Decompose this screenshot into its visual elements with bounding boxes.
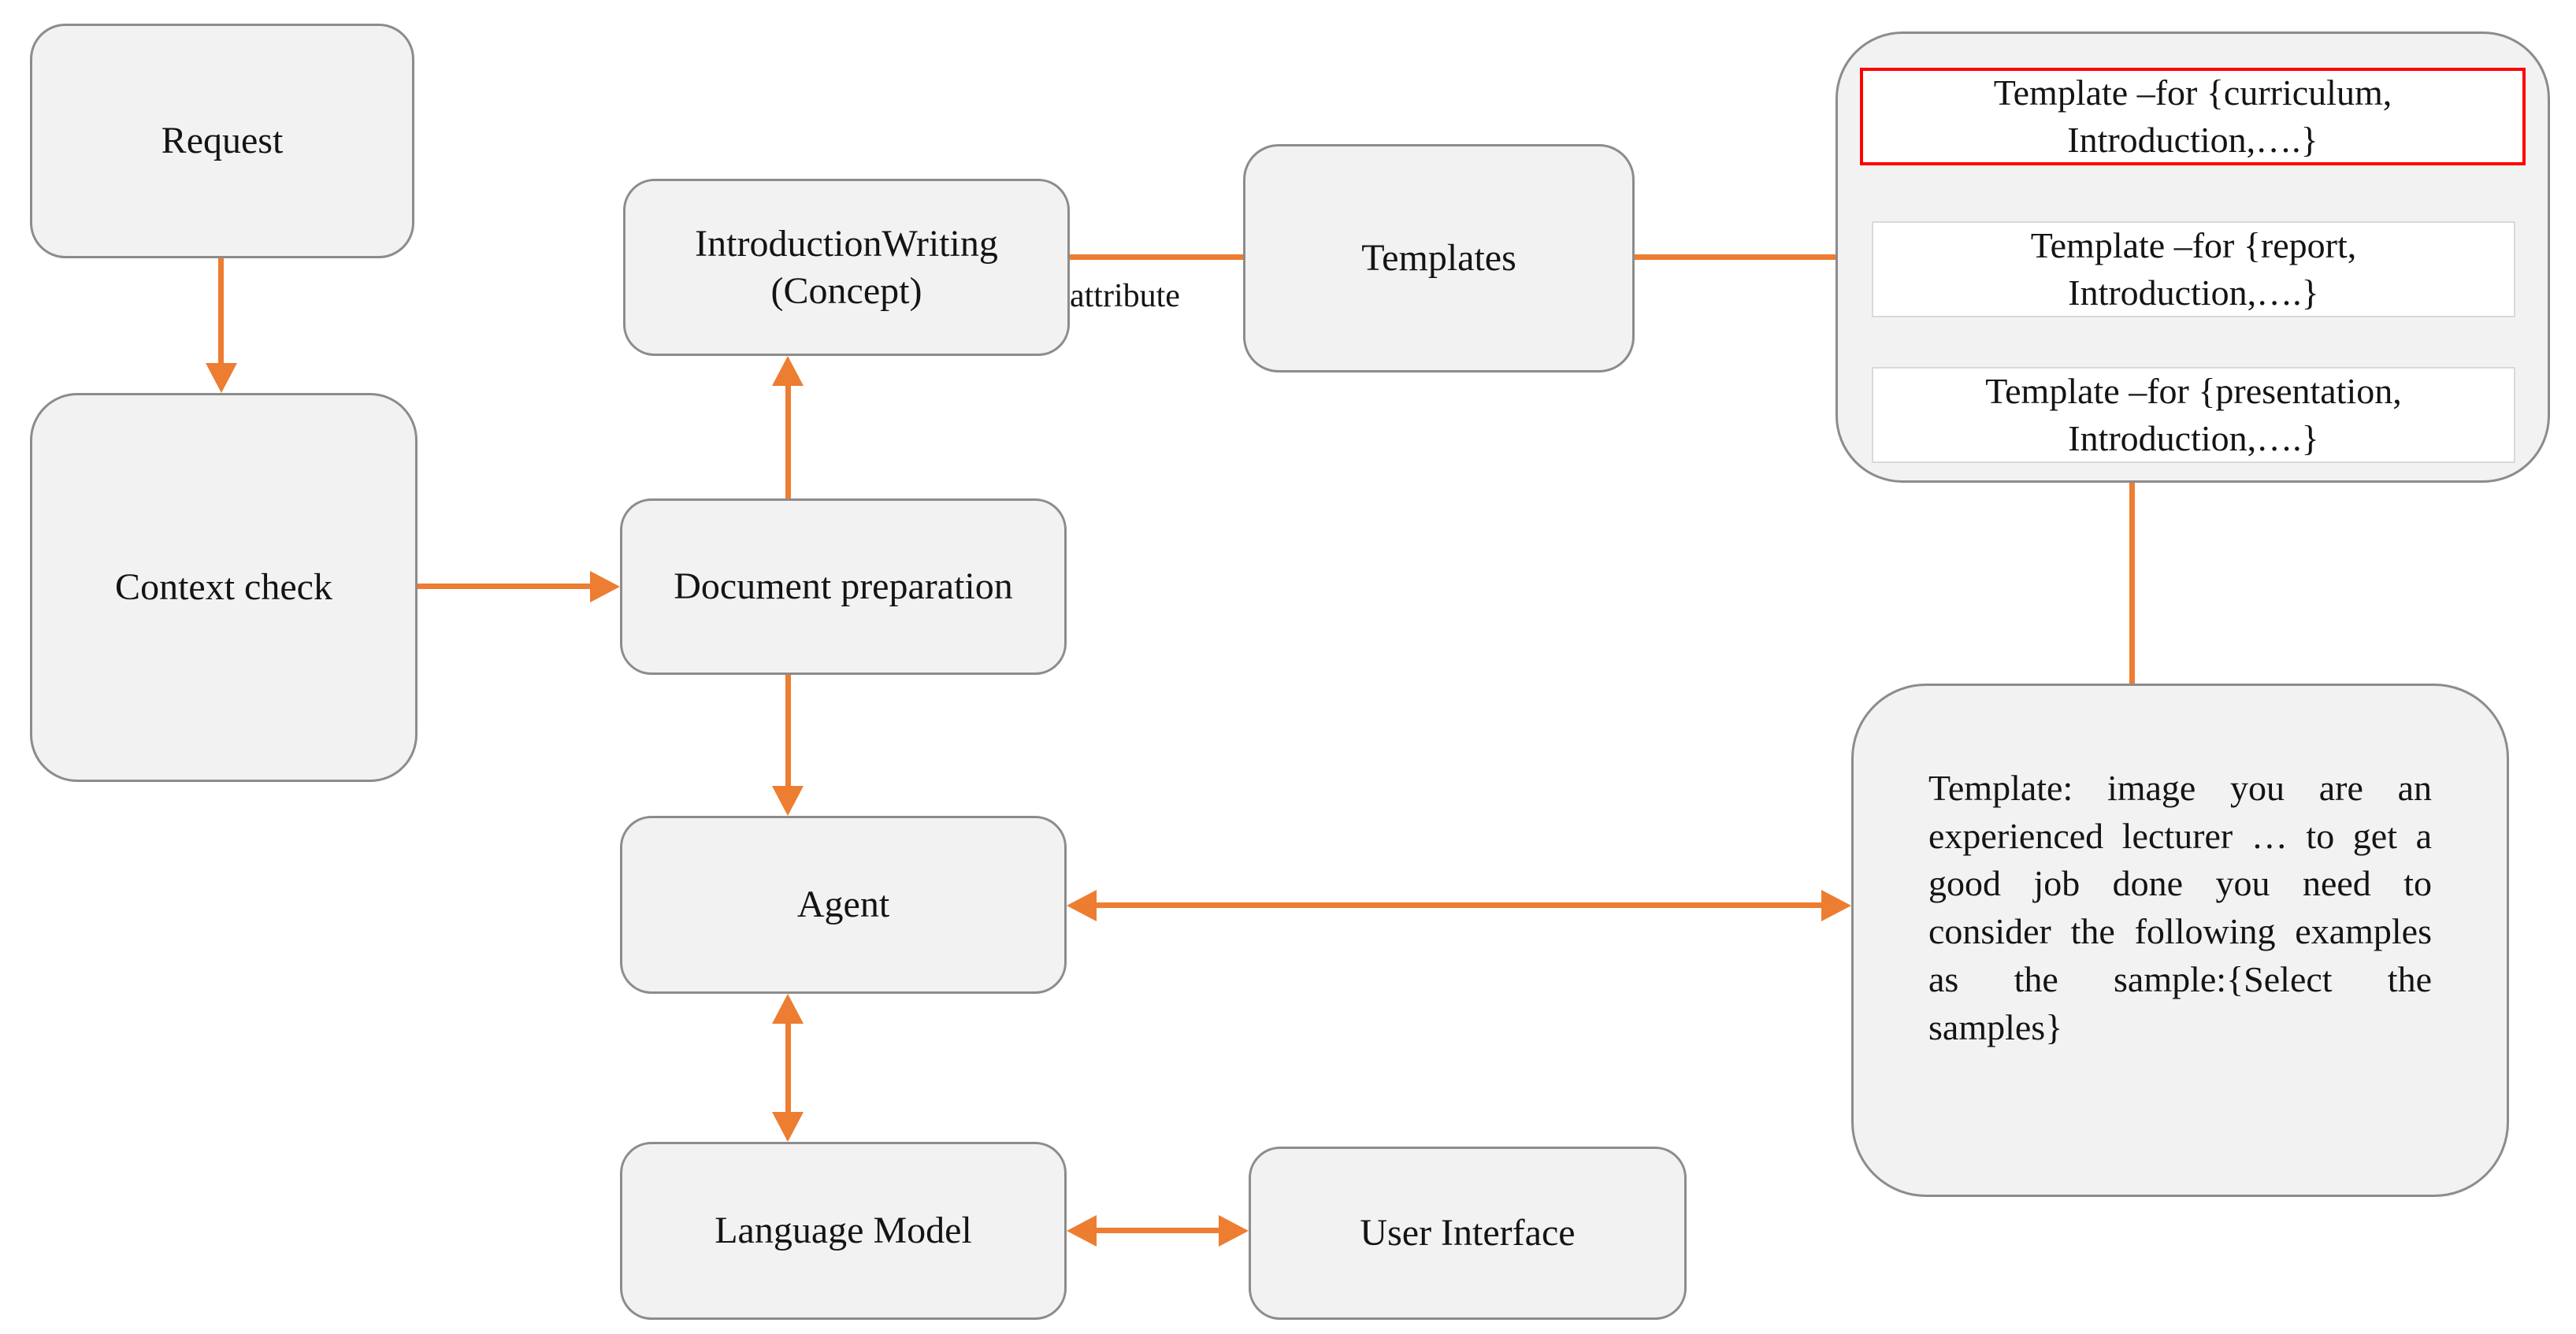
connector-agent-to-detail-stem	[1093, 902, 1824, 908]
node-context-check-label: Context check	[115, 566, 332, 608]
template-item-presentation: Template –for {presentation, Introductio…	[1872, 367, 2515, 463]
node-language-model-label: Language Model	[715, 1210, 972, 1251]
templates-group: Template –for {curriculum, Introduction,…	[1835, 31, 2550, 483]
node-introduction-writing: IntroductionWriting (Concept)	[623, 179, 1070, 356]
connector-introwriting-to-templates-line	[1070, 254, 1243, 260]
arrowhead-right-icon	[1219, 1215, 1249, 1247]
connector-context-to-docprep-stem	[418, 584, 593, 589]
connector-languagemodel-to-ui-stem	[1093, 1228, 1222, 1233]
arrowhead-left-icon	[1067, 1215, 1097, 1247]
connector-docprep-to-introwriting-stem	[785, 383, 791, 498]
node-template-detail: Template: image you are an experienced l…	[1851, 684, 2509, 1197]
node-agent: Agent	[620, 816, 1067, 994]
arrowhead-down-icon	[206, 363, 237, 393]
node-document-preparation: Document preparation	[620, 498, 1067, 675]
node-document-preparation-label: Document preparation	[674, 565, 1013, 607]
node-agent-label: Agent	[796, 884, 890, 925]
template-item-report-label: Template –for {report, Introduction,….}	[2030, 225, 2357, 313]
connector-group-to-detail-line	[2129, 483, 2135, 684]
node-template-detail-text: Template: image you are an experienced l…	[1928, 768, 2432, 1047]
template-item-curriculum: Template –for {curriculum, Introduction,…	[1860, 68, 2526, 165]
arrowhead-right-icon	[590, 571, 620, 602]
template-item-presentation-label: Template –for {presentation, Introductio…	[1985, 371, 2402, 458]
connector-docprep-to-agent-stem	[785, 675, 791, 789]
node-user-interface-label: User Interface	[1360, 1212, 1576, 1254]
node-context-check: Context check	[30, 393, 418, 782]
arrowhead-up-icon	[772, 356, 804, 386]
node-introduction-writing-label: IntroductionWriting (Concept)	[695, 222, 998, 312]
template-item-curriculum-label: Template –for {curriculum, Introduction,…	[1993, 72, 2392, 160]
connector-request-to-context-stem	[218, 258, 224, 366]
arrowhead-down-icon	[772, 1112, 804, 1142]
node-templates-label: Templates	[1361, 237, 1516, 279]
arrowhead-down-icon	[772, 786, 804, 816]
arrowhead-left-icon	[1067, 890, 1097, 921]
connector-agent-to-languagemodel-stem	[785, 1021, 791, 1115]
node-templates: Templates	[1243, 144, 1635, 372]
node-user-interface: User Interface	[1249, 1147, 1687, 1320]
arrowhead-up-icon	[772, 994, 804, 1024]
node-request-label: Request	[161, 120, 284, 161]
edge-label-attribute: attribute	[1070, 278, 1180, 314]
node-request: Request	[30, 24, 414, 258]
node-language-model: Language Model	[620, 1142, 1067, 1320]
connector-templates-to-group-line	[1635, 254, 1835, 260]
arrowhead-right-icon	[1821, 890, 1851, 921]
template-item-report: Template –for {report, Introduction,….}	[1872, 221, 2515, 317]
